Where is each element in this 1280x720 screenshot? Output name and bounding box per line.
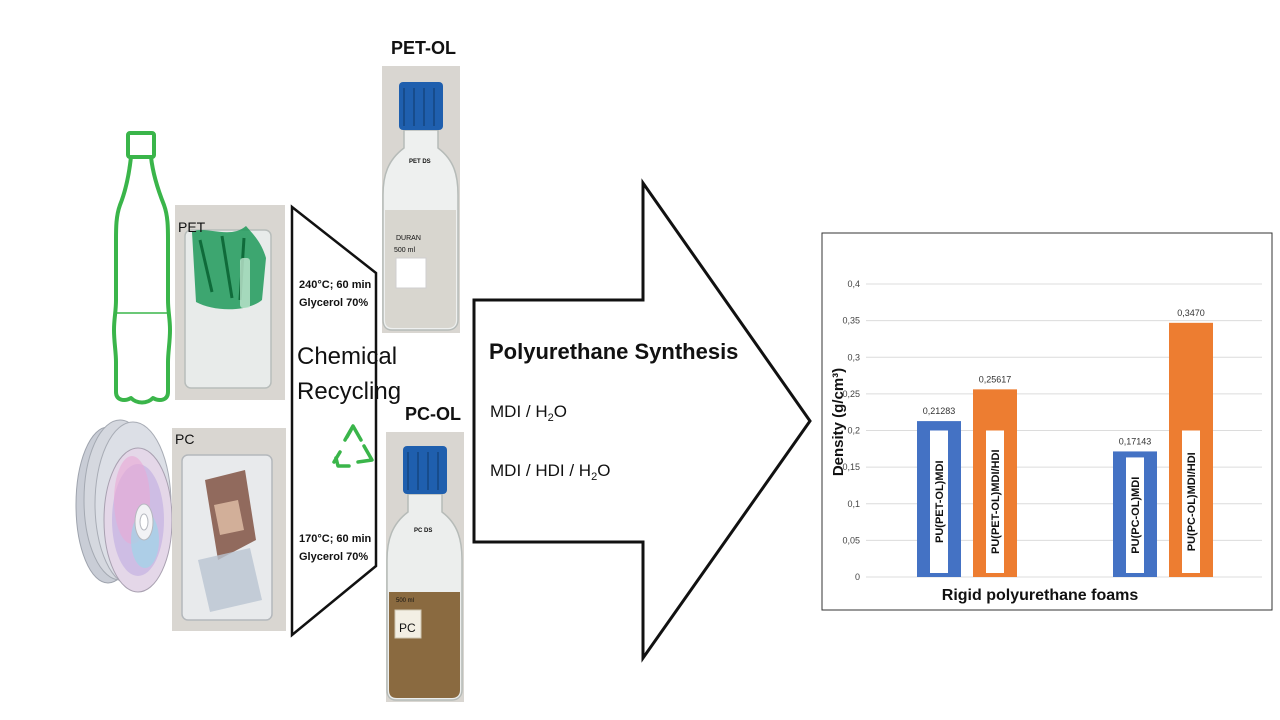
recipe-mdi-hdi-water: MDI / HDI / H2O [490, 461, 610, 483]
pc-ol-bottle-photo [386, 432, 464, 702]
pet-label: PET [178, 219, 206, 235]
bar-name-box [1182, 430, 1200, 573]
bar-value-label: 0,25617 [979, 374, 1012, 384]
pc-bottle-tag: PC [399, 621, 416, 635]
recycle-arrows-icon [332, 424, 374, 468]
bar-name-label: PU(PC-OL)MDI/HDI [1186, 452, 1198, 551]
pc-bottle-print: PC DS [414, 528, 432, 534]
density-bar-chart: 0 0,05 0,1 0,15 0,2 0,25 0,3 0,35 0,4 0,21283PU(… [821, 232, 1273, 611]
y-tick-label: 0,3 [847, 352, 860, 362]
pc-label: PC [175, 431, 194, 447]
pc-condition-temp: 170°C; 60 min [299, 533, 372, 545]
synthesis-arrow [472, 178, 812, 663]
pet-condition-temp: 240°C; 60 min [299, 279, 372, 291]
recycling-triangle [290, 204, 378, 638]
pet-beaker-photo [175, 205, 285, 400]
pc-bottle-volume: 500 ml [396, 598, 414, 604]
pc-condition-solvent: Glycerol 70% [299, 551, 368, 563]
process-label-line-2: Recycling [297, 378, 401, 405]
bar-name-label: PU(PC-OL)MDI [1130, 477, 1142, 554]
plastic-bottle-outline-icon [112, 131, 172, 405]
y-tick-label: 0,05 [842, 535, 860, 545]
pet-bottle-volume: 500 ml [394, 247, 415, 254]
pc-ol-title: PC-OL [405, 404, 461, 424]
y-axis-label: Density (g/cm³) [830, 368, 847, 476]
recipe-mdi-water: MDI / H2O [490, 402, 567, 424]
pet-condition-solvent: Glycerol 70% [299, 297, 368, 309]
y-tick-label: 0,35 [842, 316, 860, 326]
y-tick-label: 0,1 [847, 499, 860, 509]
y-tick-label: 0,2 [847, 426, 860, 436]
bar-name-box [986, 430, 1004, 573]
bar-value-label: 0,3470 [1177, 308, 1205, 318]
pet-bottle-brand: DURAN [396, 235, 421, 242]
bar-name-box [1126, 457, 1144, 573]
bar-value-label: 0,21283 [923, 406, 956, 416]
pet-bottle-print: PET DS [409, 159, 431, 165]
pet-ol-bottle-photo [382, 66, 460, 333]
y-tick-label: 0,15 [842, 462, 860, 472]
bar-name-label: PU(PET-OL)MDI [934, 461, 946, 544]
y-tick-label: 0,4 [847, 279, 860, 289]
pet-ol-title: PET-OL [391, 38, 456, 58]
synthesis-title: Polyurethane Synthesis [489, 339, 738, 364]
bar-value-label: 0,17143 [1119, 436, 1152, 446]
bar-name-label: PU(PET-OL)MDI/HDI [990, 450, 1002, 555]
y-tick-label: 0,25 [842, 389, 860, 399]
y-axis-ticks: 0 0,05 0,1 0,15 0,2 0,25 0,3 0,35 0,4 [842, 279, 860, 582]
bar-name-box [930, 430, 948, 573]
compact-discs-icon [75, 419, 173, 593]
pc-beaker-photo [172, 428, 286, 631]
x-axis-label: Rigid polyurethane foams [942, 587, 1139, 604]
process-label-line-1: Chemical [297, 343, 397, 370]
y-tick-label: 0 [855, 572, 860, 582]
